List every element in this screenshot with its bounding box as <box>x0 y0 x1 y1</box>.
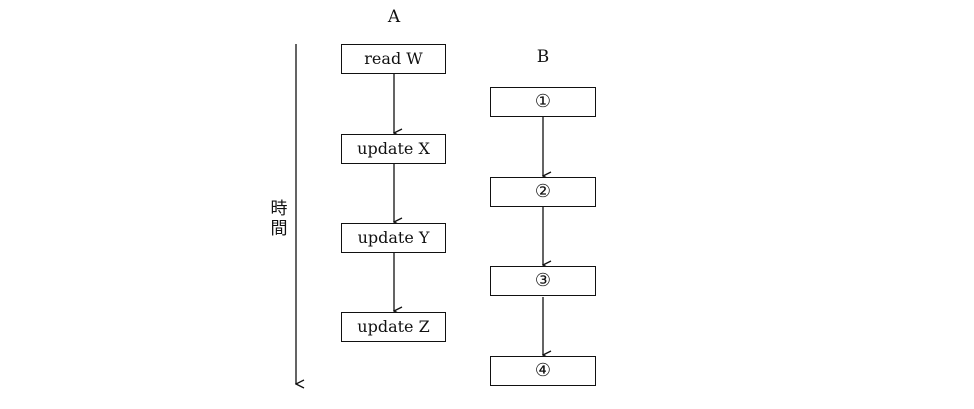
lane-a-step-update-x: update X <box>341 134 446 164</box>
lane-b-step-3: ③ <box>490 266 596 296</box>
lane-a-step-read-w: read W <box>341 44 446 74</box>
lane-b-step-4: ④ <box>490 356 596 386</box>
lane-a-step-update-y: update Y <box>341 223 446 253</box>
lane-a-step-update-z: update Z <box>341 312 446 342</box>
lane-b-step-2: ② <box>490 177 596 207</box>
lane-a-label: A <box>387 7 401 27</box>
lane-b-label: B <box>536 47 550 67</box>
time-axis-label: 時間 <box>270 199 288 239</box>
lane-b-step-1: ① <box>490 87 596 117</box>
